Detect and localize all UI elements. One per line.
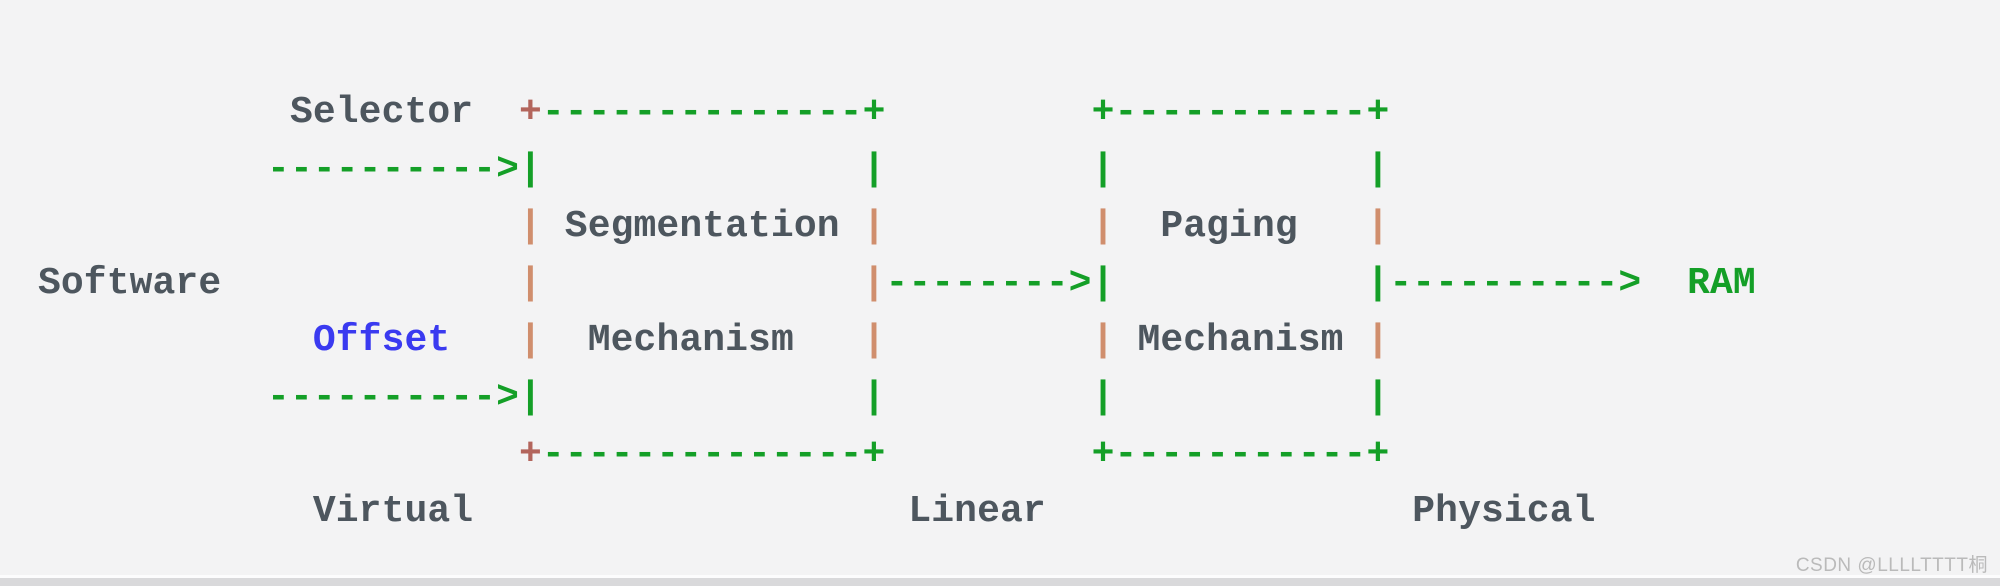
ascii-segment: | — [862, 262, 886, 305]
ascii-segment — [885, 376, 1091, 419]
ascii-segment — [1115, 205, 1161, 248]
ascii-segment: | — [1091, 148, 1115, 191]
ascii-segment: + — [518, 433, 542, 476]
ascii-segment: | — [862, 148, 886, 191]
ascii-segment: | — [518, 262, 542, 305]
ascii-segment — [542, 319, 588, 362]
ascii-segment: Software — [38, 262, 222, 305]
ascii-segment: + — [862, 433, 886, 476]
ascii-segment: + — [1091, 433, 1115, 476]
ascii-segment: + — [1366, 433, 1390, 476]
ascii-segment: Offset — [312, 319, 451, 362]
ascii-segment — [1641, 262, 1687, 305]
ascii-segment: | — [1091, 205, 1115, 248]
ascii-segment: | — [1366, 262, 1390, 305]
ascii-segment: | — [1366, 319, 1390, 362]
ascii-segment — [1046, 490, 1412, 533]
ascii-segment — [38, 319, 313, 362]
ascii-segment: + — [862, 91, 886, 134]
watermark: CSDN @LLLLTTTT桐 — [1795, 555, 1988, 576]
ascii-segment: | — [1091, 262, 1115, 305]
ascii-segment: | — [519, 148, 542, 191]
ascii-segment — [38, 91, 290, 134]
ascii-segment: | — [518, 205, 542, 248]
ascii-segment: | — [1091, 319, 1115, 362]
ascii-segment: | — [1091, 376, 1115, 419]
ascii-segment — [38, 376, 267, 419]
ascii-segment — [885, 148, 1091, 191]
ascii-segment: Mechanism — [1137, 319, 1344, 362]
ascii-segment — [38, 433, 519, 476]
ascii-segment: Mechanism — [587, 319, 794, 362]
ascii-segment — [1344, 319, 1367, 362]
ascii-segment: ----------> — [267, 148, 519, 191]
ascii-segment — [473, 490, 908, 533]
ascii-segment — [542, 262, 863, 305]
ascii-segment — [450, 319, 519, 362]
ascii-segment — [886, 319, 1092, 362]
ascii-segment — [1115, 376, 1367, 419]
ascii-segment: -------------- — [541, 91, 863, 134]
ascii-segment: ----------- — [1114, 433, 1367, 476]
ascii-segment: | — [862, 205, 886, 248]
ascii-segment: Linear — [908, 490, 1046, 533]
ascii-segment: | — [1366, 148, 1390, 191]
ascii-segment: Virtual — [312, 490, 474, 533]
ascii-segment: + — [519, 91, 542, 134]
ascii-segment — [542, 148, 863, 191]
ascii-segment: ----------- — [1114, 91, 1367, 134]
ascii-segment — [885, 205, 1091, 248]
ascii-segment — [542, 376, 863, 419]
ascii-segment: | — [1366, 205, 1390, 248]
ascii-segment — [840, 205, 863, 248]
ascii-segment: | — [519, 319, 542, 362]
ascii-segment: --------> — [885, 262, 1092, 305]
ascii-segment — [38, 490, 313, 533]
ascii-segment — [221, 262, 519, 305]
ascii-segment: | — [862, 376, 886, 419]
ascii-segment — [38, 148, 267, 191]
ascii-segment — [885, 433, 1091, 476]
ascii-segment: Segmentation — [564, 205, 840, 248]
ascii-segment: Physical — [1412, 490, 1596, 533]
ascii-segment — [1115, 319, 1138, 362]
ascii-segment — [473, 91, 519, 134]
ascii-segment — [38, 205, 519, 248]
ascii-segment — [885, 91, 1091, 134]
ascii-segment — [1115, 262, 1367, 305]
ascii-segment: Selector — [289, 91, 474, 134]
bottom-edge — [0, 575, 2000, 586]
ascii-segment: ----------> — [1389, 262, 1642, 305]
ascii-segment: + — [1091, 91, 1115, 134]
ascii-segment: ----------> — [267, 376, 519, 419]
ascii-segment — [1298, 205, 1367, 248]
ascii-segment: -------------- — [541, 433, 863, 476]
ascii-segment: RAM — [1687, 262, 1756, 305]
ascii-segment — [542, 205, 565, 248]
ascii-segment: + — [1366, 91, 1390, 134]
ascii-segment: | — [519, 376, 542, 419]
ascii-segment: | — [862, 319, 886, 362]
ascii-diagram: Selector +--------------+ +-----------+ … — [38, 84, 1756, 540]
ascii-segment: Paging — [1160, 205, 1298, 248]
ascii-segment — [794, 319, 863, 362]
ascii-segment: | — [1366, 376, 1390, 419]
ascii-segment — [1115, 148, 1367, 191]
